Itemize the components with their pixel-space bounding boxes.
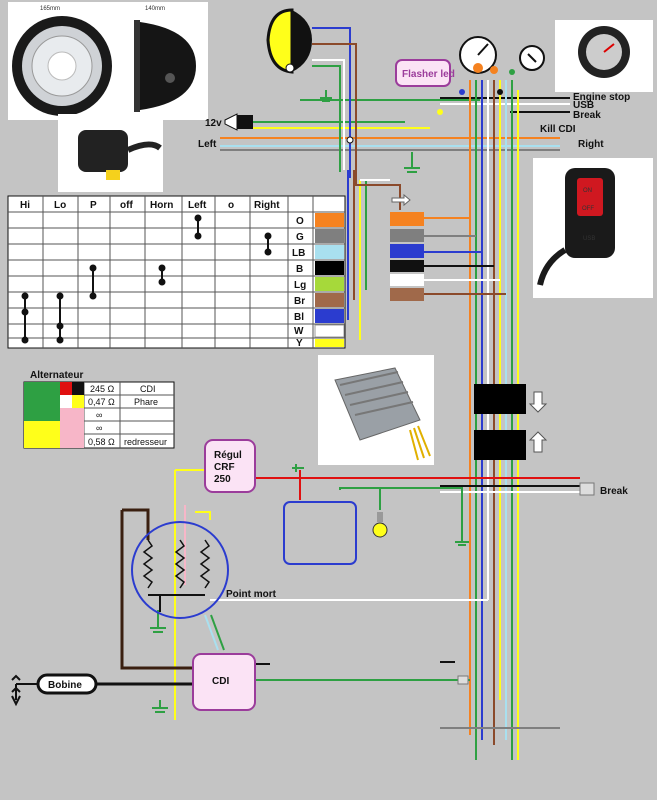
headlight-photo: 165mm 140mm [8, 2, 208, 120]
wire-code-b: B [296, 264, 303, 275]
alt-use-1: CDI [140, 384, 156, 394]
header-horn: Horn [150, 200, 173, 211]
wire-code-g: G [296, 232, 304, 243]
label-break-bottom: Break [600, 486, 628, 497]
arrow-down-icon [528, 391, 548, 413]
label-usb: USB [573, 100, 594, 111]
regul-line-1: Régul [214, 450, 242, 461]
regul-line-2: CRF [214, 462, 235, 473]
header-o: o [228, 200, 234, 211]
label-break-top: Break [573, 110, 601, 121]
speedometer-gauge [459, 36, 515, 75]
usb-switch-photo: ON OFF USB [533, 158, 653, 298]
regulator-photo [318, 355, 434, 465]
alt-value-1: 245 Ω [90, 384, 115, 394]
alternator-title: Alternateur [30, 370, 83, 381]
wire-code-lg: Lg [294, 280, 306, 291]
alt-value-2: 0,47 Ω [88, 397, 115, 407]
switch-contacts [21, 214, 272, 344]
horn-symbol: 12v [205, 113, 253, 131]
connector-block [390, 193, 424, 301]
swatch-w [314, 324, 345, 338]
usb-switch-on: ON [583, 188, 592, 194]
key-switch [519, 45, 545, 71]
wire-code-w: W [294, 326, 304, 337]
wire-code-lb: LB [292, 248, 305, 259]
bobine-label: Bobine [48, 680, 82, 691]
wire-code-br: Br [294, 296, 305, 307]
switch-table: Hi Lo P off Horn Left o Right O G LB B L… [7, 195, 346, 349]
header-left: Left [188, 200, 207, 211]
alt-use-5: redresseur [124, 437, 167, 447]
relay-box-top [474, 384, 526, 414]
swatch-b [315, 261, 344, 275]
label-point-mort: Point mort [226, 589, 277, 600]
header-lo: Lo [54, 200, 66, 211]
relay-box-bottom [474, 430, 526, 460]
wire-code-bl: Bl [294, 312, 304, 323]
wire-code-y: Y [296, 338, 303, 349]
header-p: P [90, 200, 97, 211]
label-12v: 12v [205, 118, 222, 129]
alternator-table: Alternateur 245 Ω CDI 0,47 Ω Phare ∞ ∞ 0… [23, 370, 175, 449]
header-off: off [120, 200, 133, 211]
flasher-led-box: Flasher led [395, 59, 455, 87]
label-right: Right [578, 139, 604, 150]
dim-165: 165mm [40, 6, 60, 12]
swatch-bl [315, 309, 344, 323]
label-left: Left [198, 139, 217, 150]
cdi-box: CDI [192, 653, 256, 711]
swatch-lg [315, 277, 344, 291]
usb-switch-usb: USB [583, 236, 595, 242]
battery-box [283, 501, 357, 565]
alt-value-5: 0,58 Ω [88, 437, 115, 447]
swatch-br [315, 293, 344, 307]
regulator-box: Régul CRF 250 [204, 439, 256, 493]
ignition-coil: Bobine [11, 673, 98, 707]
swatch-o [315, 213, 344, 227]
swatch-y [315, 339, 344, 347]
switch-photo [58, 114, 163, 192]
stator [131, 521, 229, 619]
inline-connector [457, 675, 469, 685]
dim-140: 140mm [145, 6, 165, 12]
brake-connector [579, 482, 595, 496]
headlight-symbol [266, 8, 312, 74]
turn-bulbs [346, 89, 503, 144]
alt-value-3: ∞ [96, 410, 102, 420]
header-right: Right [254, 200, 280, 211]
header-hi: Hi [20, 200, 30, 211]
flasher-led-label: Flasher led [402, 69, 455, 80]
neutral-lamp [372, 512, 388, 538]
cdi-label: CDI [212, 676, 229, 687]
arrow-up-icon [528, 431, 548, 453]
swatch-g [315, 229, 344, 243]
gauge-photo [555, 20, 653, 92]
wire-code-o: O [296, 216, 304, 227]
ground-symbols [150, 90, 469, 713]
label-kill-cdi: Kill CDI [540, 124, 576, 135]
label-engine-stop: Engine stop [573, 92, 630, 103]
usb-switch-off: OFF [582, 206, 594, 212]
regul-line-3: 250 [214, 474, 231, 485]
alt-use-2: Phare [134, 397, 158, 407]
alt-value-4: ∞ [96, 423, 102, 433]
swatch-lb [315, 245, 344, 259]
